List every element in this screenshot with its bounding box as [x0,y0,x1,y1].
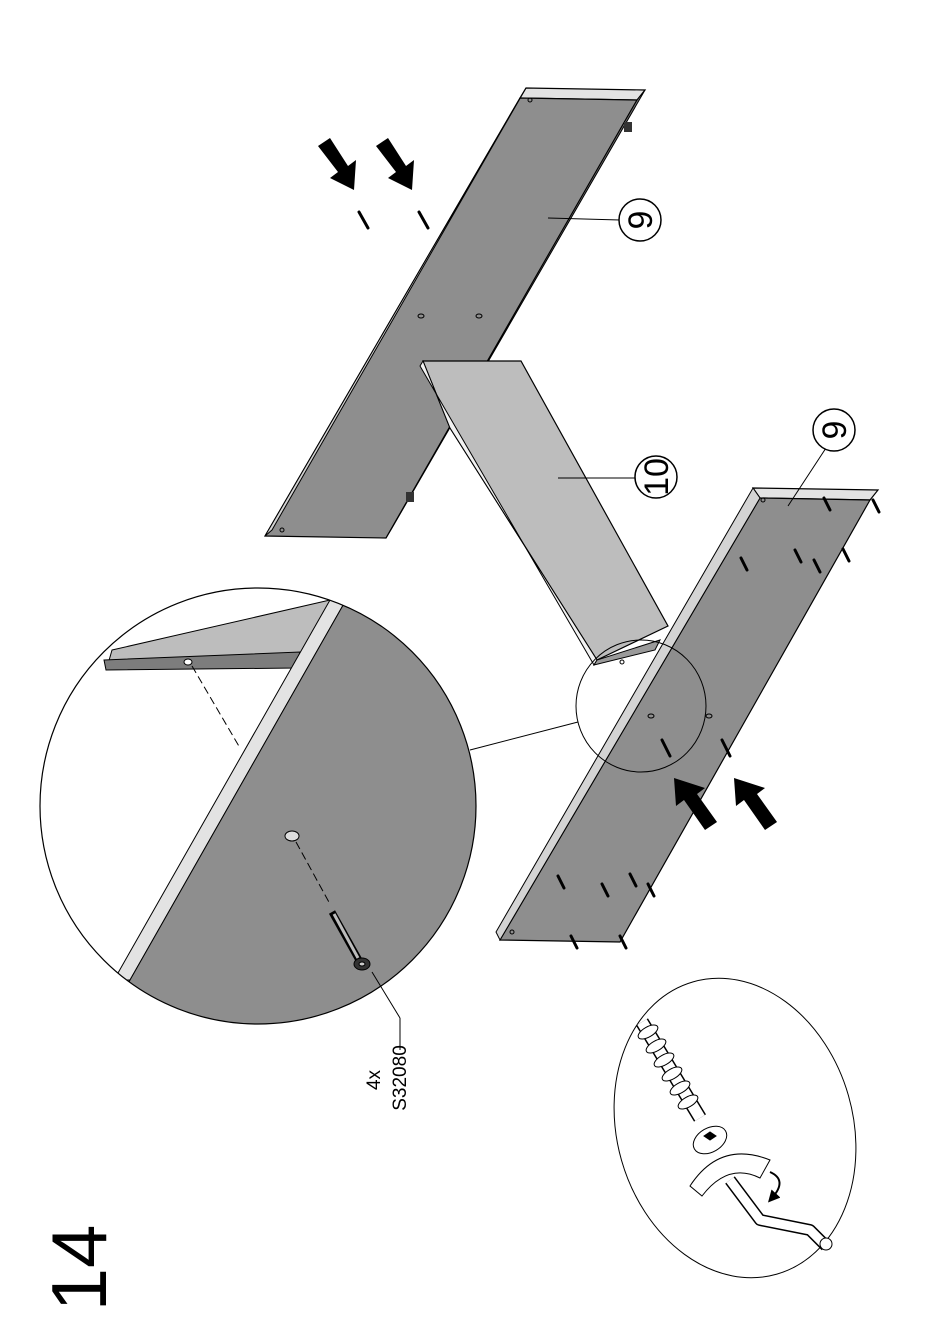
svg-text:10: 10 [638,458,676,496]
detail-connector [470,722,578,750]
hardware-quantity: 4x [364,1069,385,1090]
shelf [420,361,668,665]
svg-text:9: 9 [622,211,660,230]
side-panel-top [265,88,645,538]
tool-illustration [580,949,891,1306]
insert-arrows-bottom [674,778,777,830]
hardware-code: S32080 [390,1045,411,1111]
svg-text:9: 9 [816,421,854,440]
insert-arrows-top [318,138,414,190]
detail-view [40,588,520,1040]
step-number: 14 [35,1225,123,1312]
